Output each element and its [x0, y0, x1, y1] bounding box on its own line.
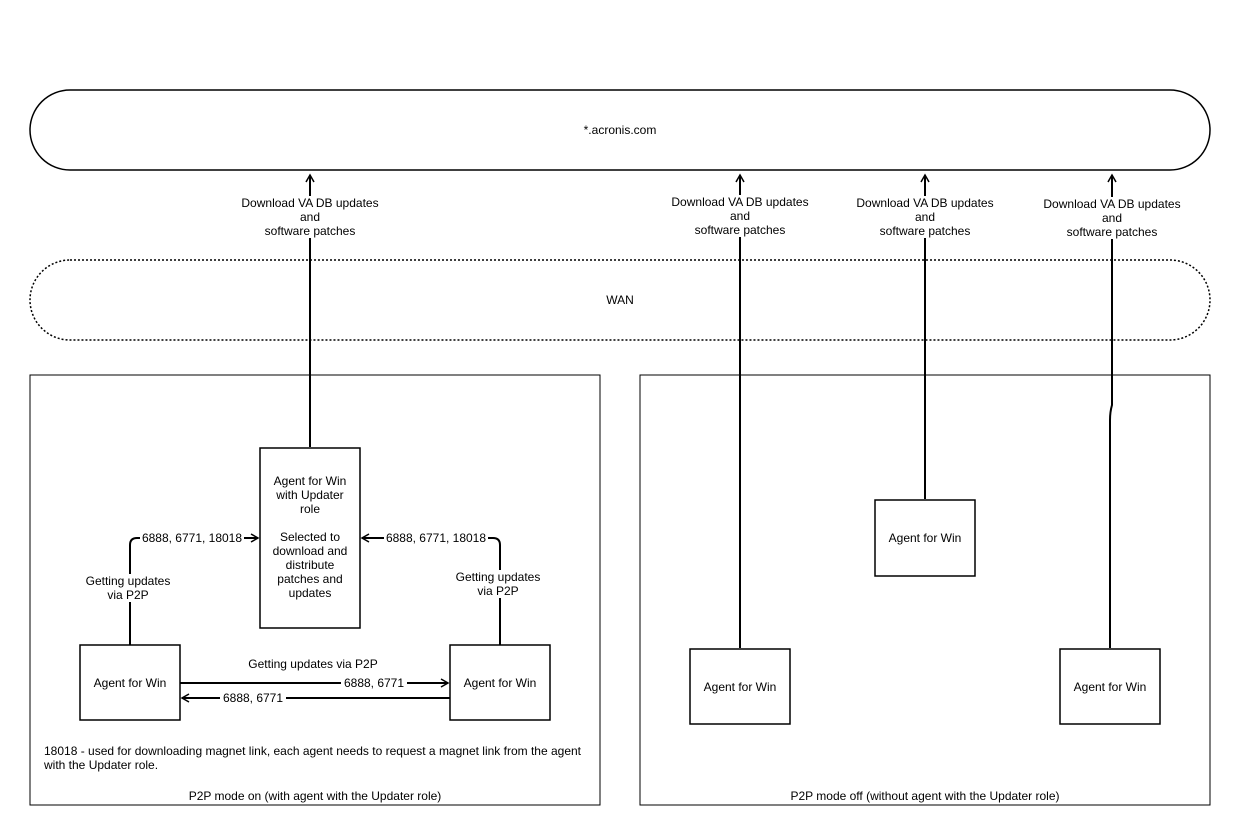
- agent-c-box: [1059, 648, 1161, 725]
- right-to-updater-connector: [360, 533, 501, 645]
- updater-agent-label: Agent for Win with Updater role Selected…: [272, 474, 348, 600]
- agent-b-label: Agent for Win: [888, 531, 962, 545]
- ports-to-right-label: 6888, 6771: [341, 676, 407, 690]
- agent-a-label: Agent for Win: [703, 679, 777, 694]
- p2p-on-caption: P2P mode on (with agent with the Updater…: [188, 789, 442, 803]
- left-ports-label: 6888, 6771, 18018: [140, 531, 244, 545]
- right-ports-label: 6888, 6771, 18018: [384, 531, 488, 545]
- wan-label: WAN: [606, 293, 634, 307]
- left-to-updater-connector: [129, 533, 260, 645]
- right-getting-label: Getting updates via P2P: [448, 570, 548, 598]
- agent-c-to-cloud-line: [1107, 173, 1117, 648]
- agent-left-label: Agent for Win: [93, 675, 167, 690]
- agent-a-box: [689, 648, 791, 725]
- updater-agent-box: [259, 447, 361, 629]
- download-label-agent-c: Download VA DB updates and software patc…: [1038, 197, 1186, 239]
- agent-right-label: Agent for Win: [463, 675, 537, 690]
- middle-getting-label: Getting updates via P2P: [248, 657, 378, 671]
- p2p-on-container: [29, 374, 601, 806]
- download-label-agent-b: Download VA DB updates and software patc…: [851, 196, 999, 238]
- magnet-link-note: 18018 - used for downloading magnet link…: [44, 744, 582, 772]
- agent-b-box: [874, 499, 976, 577]
- cloud-label: *.acronis.com: [583, 123, 657, 137]
- p2p-off-caption: P2P mode off (without agent with the Upd…: [790, 789, 1060, 803]
- left-getting-label: Getting updates via P2P: [78, 574, 178, 602]
- cloud-shape: [29, 89, 1211, 171]
- wan-shape: [29, 259, 1211, 341]
- download-label-updater: Download VA DB updates and software patc…: [236, 196, 384, 238]
- download-label-agent-a: Download VA DB updates and software patc…: [666, 195, 814, 237]
- agent-c-label: Agent for Win: [1073, 679, 1147, 694]
- ports-to-left-label: 6888, 6771: [220, 691, 286, 705]
